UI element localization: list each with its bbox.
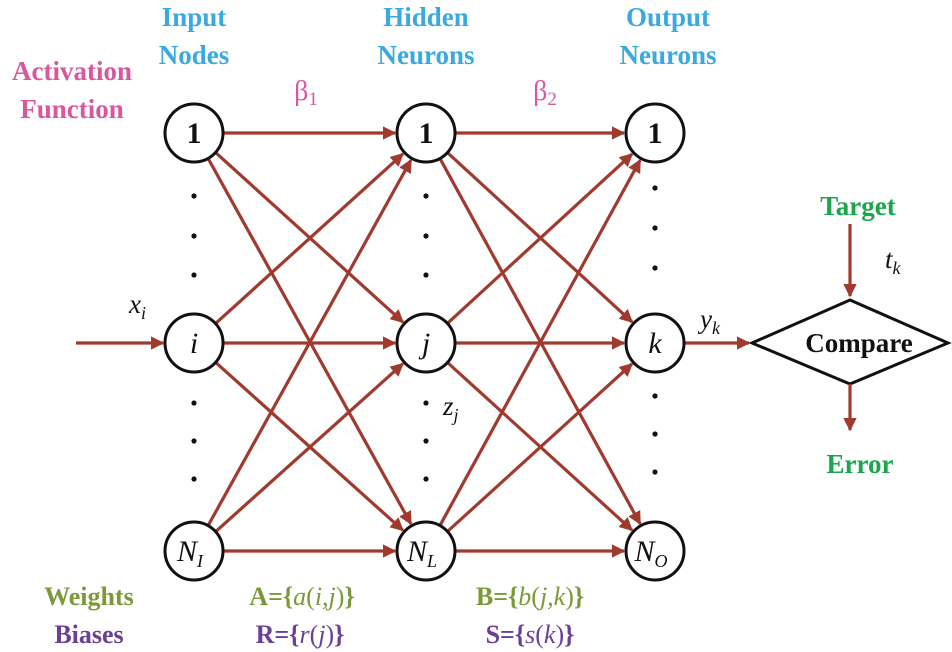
hidden-ellipsis-dot-2-3 bbox=[423, 476, 429, 482]
compare-label: Compare bbox=[805, 328, 913, 358]
beta-1-subscript: 1 bbox=[308, 89, 318, 110]
activation-function-label-line2: Function bbox=[20, 94, 124, 124]
input-node-circle bbox=[163, 102, 225, 164]
weights-b-formula: B={b(j,k)} bbox=[476, 582, 584, 611]
output-ellipsis-dot-2-2 bbox=[652, 431, 658, 437]
beta-2-symbol: β bbox=[533, 76, 547, 107]
biases-label: Biases bbox=[54, 620, 123, 649]
network-nodes: 1 iNI 1 jNL 1 kNO bbox=[163, 102, 686, 582]
input-node-3: NI bbox=[163, 520, 225, 582]
weights-a-formula: A={a(i,j)} bbox=[249, 582, 354, 611]
input-node-circle bbox=[163, 520, 225, 582]
output-ellipsis-dot-1-1 bbox=[652, 185, 658, 191]
hidden-node-circle bbox=[395, 102, 457, 164]
output-node-circle bbox=[624, 102, 686, 164]
output-node-label: 1 bbox=[648, 117, 663, 150]
ellipsis-dots bbox=[191, 185, 658, 482]
output-node-circle bbox=[624, 520, 686, 582]
biases-r-formula: R={r(j)} bbox=[256, 620, 345, 649]
input-nodes-header-line2: Nodes bbox=[159, 40, 230, 70]
hidden-neurons-header-line2: Neurons bbox=[377, 40, 474, 70]
hidden-ellipsis-dot-1-1 bbox=[423, 193, 429, 199]
hidden-ellipsis-dot-1-2 bbox=[423, 233, 429, 239]
biases-s-formula: S={s(k)} bbox=[486, 620, 575, 649]
input-node-label: i bbox=[190, 327, 198, 360]
target-variable-label: tk bbox=[885, 244, 902, 278]
input-node-circle bbox=[163, 312, 225, 374]
output-node-2: k bbox=[624, 312, 686, 374]
input-ellipsis-dot-1-3 bbox=[191, 272, 197, 278]
edge-input-3-to-hidden-2 bbox=[214, 362, 404, 533]
input-node-label: 1 bbox=[187, 117, 202, 150]
hidden-ellipsis-dot-1-3 bbox=[423, 272, 429, 278]
weights-label: Weights bbox=[44, 582, 134, 611]
output-neurons-header-line1: Output bbox=[626, 2, 710, 32]
hidden-node-2: j bbox=[395, 312, 457, 374]
target-label: Target bbox=[820, 191, 896, 221]
output-ellipsis-dot-1-3 bbox=[652, 265, 658, 271]
output-node-1: 1 bbox=[624, 102, 686, 164]
input-variable-label: xi bbox=[128, 289, 146, 323]
output-node-label: k bbox=[648, 327, 662, 360]
activation-function-label-line1: Activation bbox=[12, 56, 132, 86]
output-ellipsis-dot-2-3 bbox=[652, 469, 658, 475]
beta-1-label: β1 bbox=[294, 76, 318, 110]
input-node-2: i bbox=[163, 312, 225, 374]
edge-hidden-3-to-output-1 bbox=[438, 159, 642, 527]
output-node-label: NO bbox=[633, 535, 667, 571]
beta-1-symbol: β bbox=[294, 76, 308, 107]
beta-2-label: β2 bbox=[533, 76, 557, 110]
input-nodes-header-line1: Input bbox=[162, 2, 227, 32]
connection-edges bbox=[76, 126, 751, 558]
output-node-3: NO bbox=[624, 520, 686, 582]
output-neurons-header-line2: Neurons bbox=[619, 40, 716, 70]
hidden-node-label: j bbox=[418, 327, 430, 360]
hidden-node-1: 1 bbox=[395, 102, 457, 164]
hidden-node-circle bbox=[395, 520, 457, 582]
input-ellipsis-dot-1-2 bbox=[191, 233, 197, 239]
hidden-variable-label: zj bbox=[442, 391, 459, 425]
error-label: Error bbox=[827, 449, 894, 479]
input-ellipsis-dot-2-3 bbox=[191, 476, 197, 482]
input-ellipsis-dot-2-1 bbox=[191, 400, 197, 406]
edge-hidden-2-to-output-1 bbox=[446, 152, 634, 325]
output-node-circle bbox=[624, 312, 686, 374]
hidden-ellipsis-dot-2-2 bbox=[423, 438, 429, 444]
hidden-ellipsis-dot-2-1 bbox=[423, 400, 429, 406]
output-ellipsis-dot-1-2 bbox=[652, 225, 658, 231]
input-node-label: NI bbox=[176, 535, 204, 571]
hidden-node-circle bbox=[395, 312, 457, 374]
output-ellipsis-dot-2-1 bbox=[652, 393, 658, 399]
output-variable-label: yk bbox=[697, 304, 721, 338]
input-node-1: 1 bbox=[163, 102, 225, 164]
edge-hidden-3-to-output-2 bbox=[446, 362, 634, 533]
edge-input-2-to-hidden-1 bbox=[214, 152, 405, 325]
hidden-neurons-header-line1: Hidden bbox=[383, 2, 469, 32]
hidden-node-3: NL bbox=[395, 520, 457, 582]
edge-input-3-to-hidden-1 bbox=[206, 158, 413, 527]
input-ellipsis-dot-1-1 bbox=[191, 193, 197, 199]
hidden-node-label: 1 bbox=[419, 117, 434, 150]
beta-2-subscript: 2 bbox=[547, 89, 557, 110]
input-ellipsis-dot-2-2 bbox=[191, 438, 197, 444]
hidden-node-label: NL bbox=[406, 535, 437, 571]
